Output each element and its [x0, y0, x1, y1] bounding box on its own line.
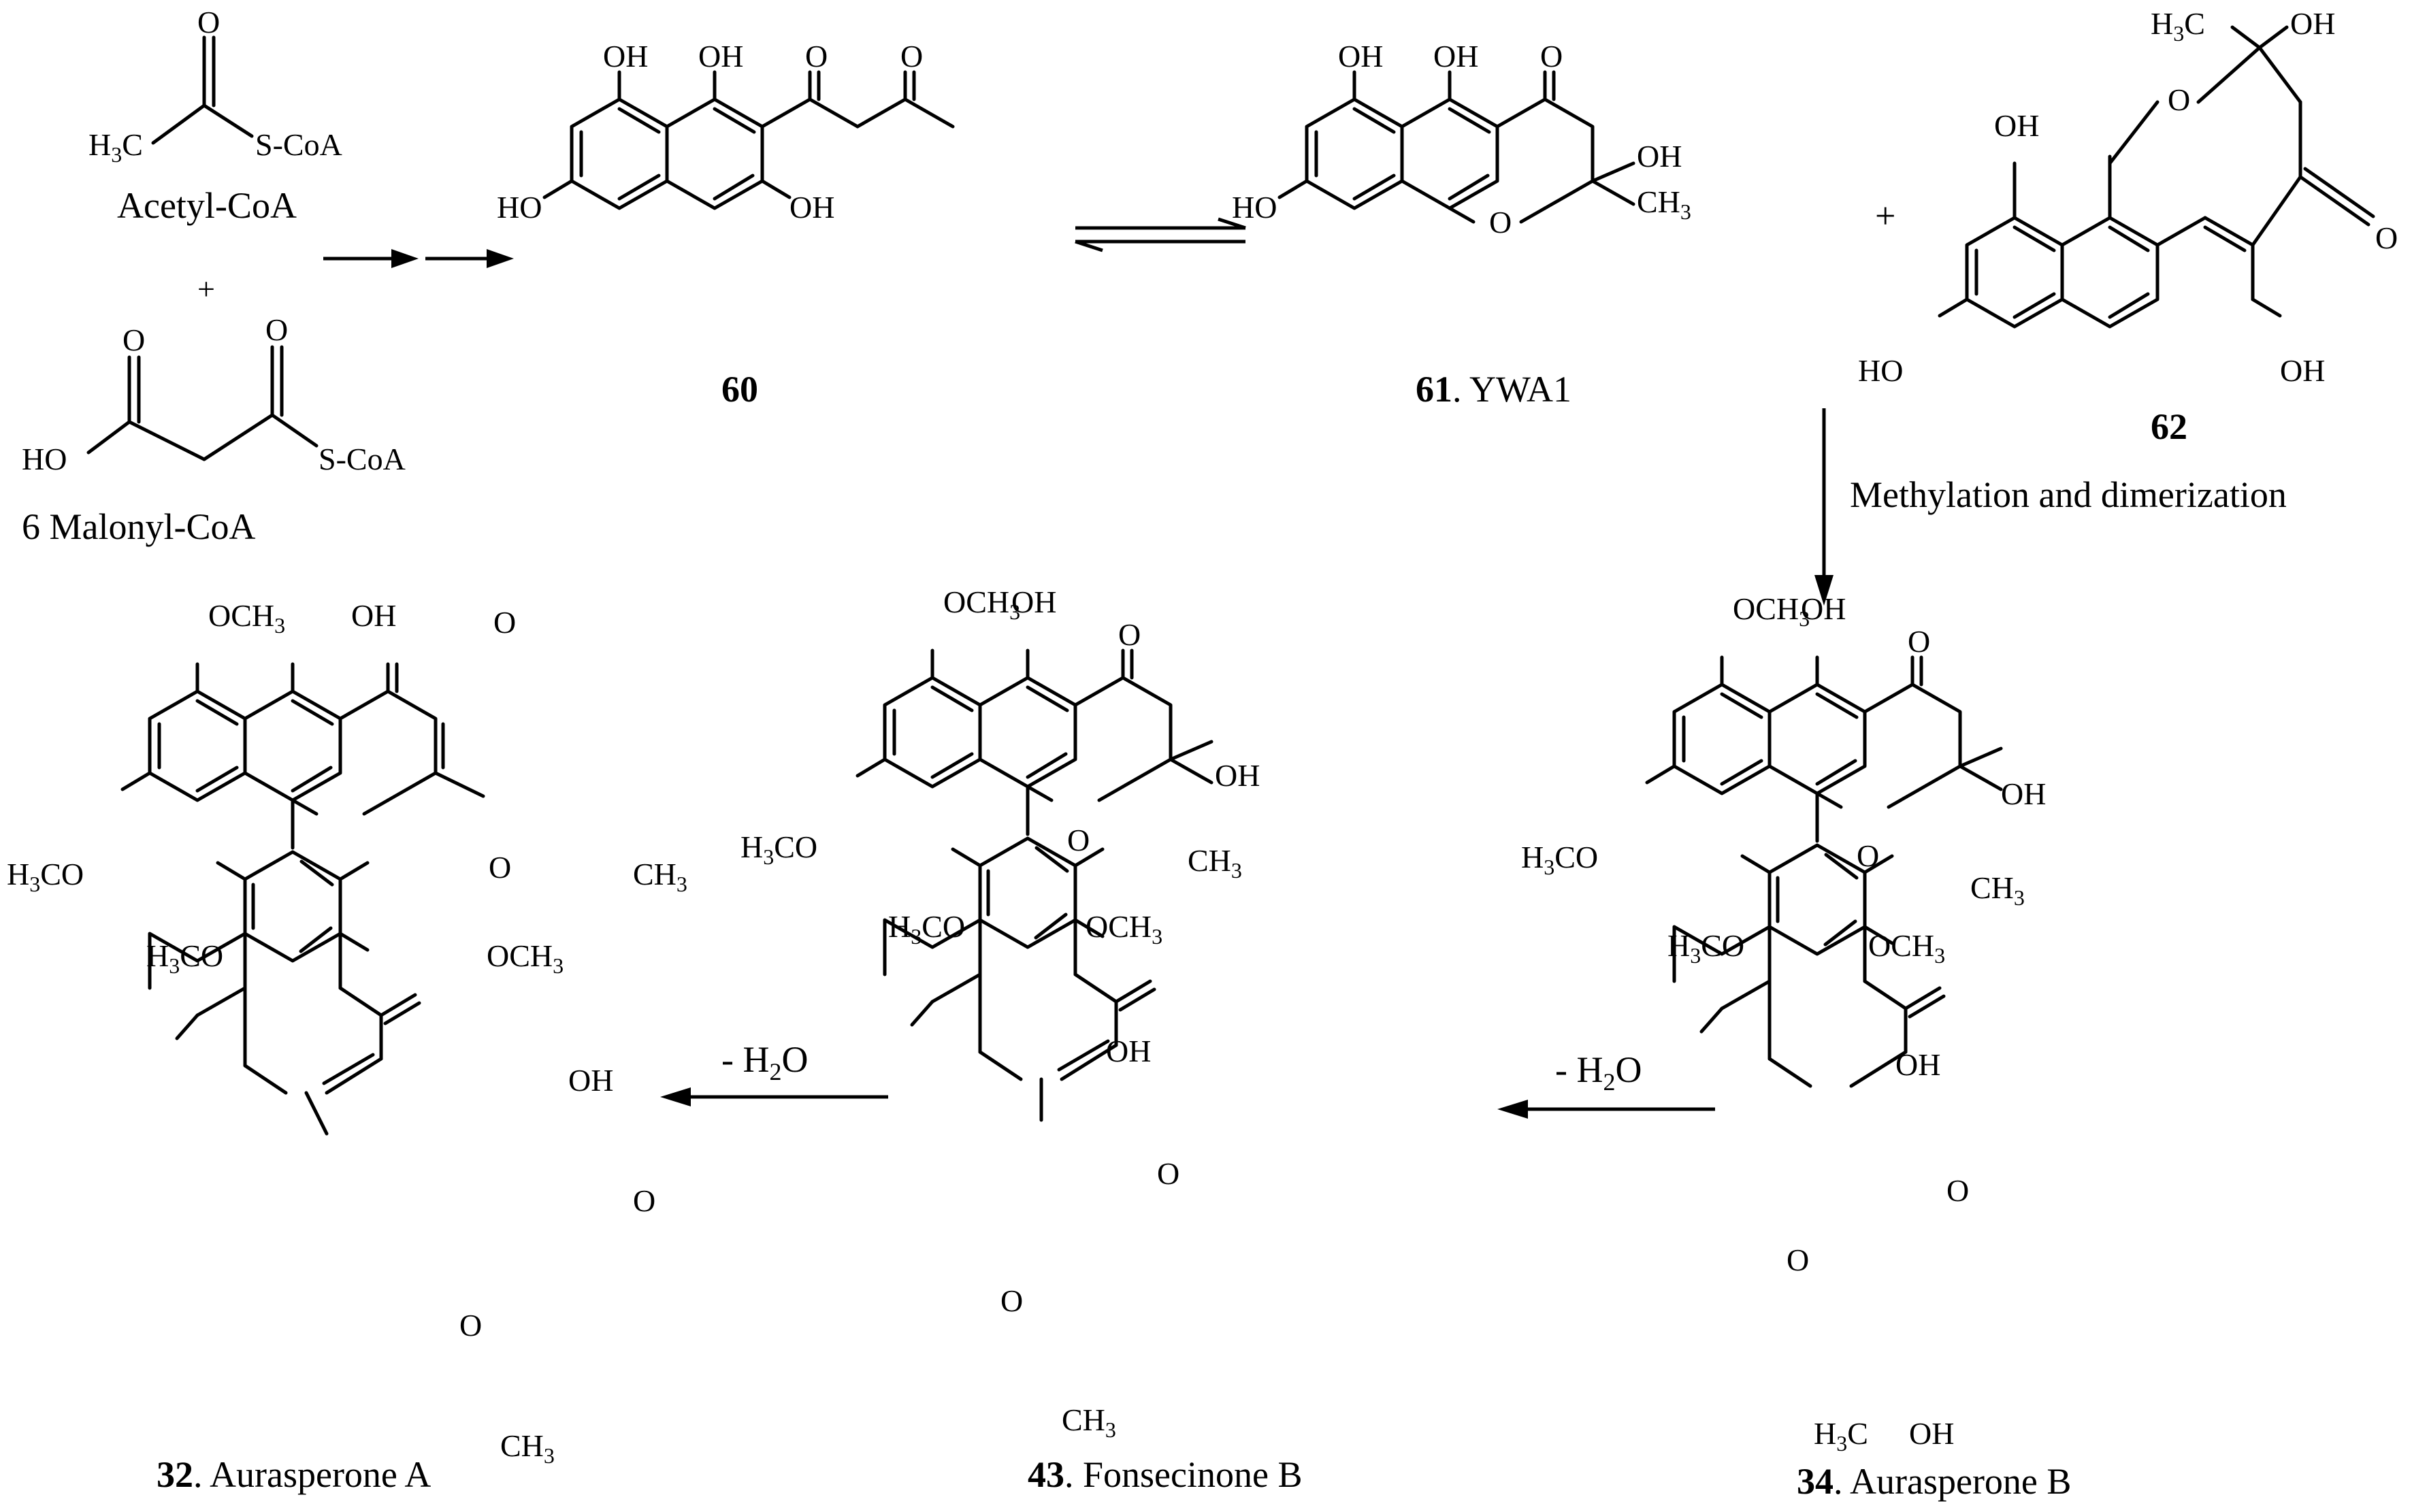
arrow-34-to-43: [1497, 1100, 1715, 1119]
plus-61-62: +: [1875, 195, 1895, 236]
c61-ho-left: HO: [1232, 190, 1277, 225]
malonyl-coa-structure: O O HO S-CoA 6 Malonyl-CoA: [22, 312, 406, 547]
dehydration-label-1: - H2O: [1555, 1049, 1642, 1096]
c60-ho-left: HO: [497, 190, 542, 225]
c32-h3co-b: H3CO: [146, 938, 223, 978]
c34-h3c-b: H3C: [1814, 1416, 1868, 1456]
compound-32: OCH3 OH O H3CO O CH3 H3CO OCH3 OH O O CH…: [7, 598, 687, 1468]
c32-o-ring-b: O: [459, 1308, 482, 1343]
malonyl-thio-o: O: [265, 312, 288, 347]
c60-oh-b: OH: [698, 39, 743, 73]
c34-h3co-a: H3CO: [1521, 840, 1598, 879]
c34-ch3-a: CH3: [1970, 870, 2025, 910]
c62-ho-left: HO: [1858, 353, 1903, 388]
c34-oh-ring-b: OH: [1909, 1416, 1954, 1451]
c32-o-ring-a: O: [489, 850, 511, 885]
compound-62: H3C OH OH O O HO OH: [1858, 6, 2398, 388]
c34-oh-a: OH: [1801, 591, 1846, 626]
c62-oh-top: OH: [2290, 6, 2335, 41]
c61-o-keto: O: [1540, 39, 1563, 73]
c61-o-ring: O: [1489, 205, 1512, 240]
c62-oh-bottom: OH: [2280, 353, 2325, 388]
malonyl-coa-name: 6 Malonyl-CoA: [22, 506, 256, 547]
c62-o-ring: O: [2168, 82, 2190, 117]
acetyl-methyl-label: H3C: [88, 127, 143, 167]
compound-61: OH OH O HO O OH CH3: [1232, 39, 1691, 240]
dehydration-label-2: - H2O: [721, 1039, 808, 1085]
c32-o-a: O: [493, 605, 516, 640]
compound-34-caption: 34. Aurasperone B: [1797, 1461, 2071, 1502]
c34-oh-ring-a: OH: [2001, 776, 2046, 811]
c60-oh-right: OH: [789, 190, 834, 225]
c62-h3c: H3C: [2151, 6, 2205, 46]
c32-oh-a: OH: [351, 598, 396, 633]
c43-oh-ring-a: OH: [1215, 758, 1260, 793]
arrow-methylation-dimerization: [1814, 408, 1834, 606]
c61-oh-right: OH: [1637, 139, 1682, 174]
c32-oh-b: OH: [568, 1063, 613, 1098]
acetyl-coa-name: Acetyl-CoA: [117, 185, 297, 226]
c34-o-b: O: [1946, 1173, 1969, 1208]
c60-oh-a: OH: [603, 39, 648, 73]
compound-43: OCH3 OH O H3CO OH O CH3 H3CO OCH3 OH O O…: [740, 585, 1260, 1442]
equilibrium-arrow-60-61: [1075, 217, 1246, 252]
c32-och3-b: OCH3: [487, 938, 564, 978]
c43-h3co-a: H3CO: [740, 829, 817, 869]
c32-o-b: O: [633, 1183, 655, 1218]
c43-o-b: O: [1157, 1156, 1179, 1191]
compound-32-caption: 32. Aurasperone A: [157, 1454, 431, 1495]
c61-oh-b: OH: [1433, 39, 1478, 73]
compound-61-caption: 61. YWA1: [1416, 369, 1571, 410]
c61-oh-a: OH: [1338, 39, 1383, 73]
c43-ch3-a: CH3: [1188, 843, 1242, 883]
malonyl-acid-o: O: [123, 323, 145, 357]
compound-43-caption: 43. Fonsecinone B: [1028, 1454, 1302, 1495]
c43-o-a: O: [1118, 617, 1141, 652]
c43-oh-b: OH: [1106, 1034, 1151, 1068]
c43-och3-b: OCH3: [1086, 909, 1162, 949]
compound-60: OH OH O O HO OH: [497, 39, 955, 225]
c32-ch3-a: CH3: [633, 857, 687, 896]
compound-62-number: 62: [2151, 406, 2187, 447]
c34-o-a: O: [1908, 624, 1930, 659]
c34-och3-a: OCH3: [1733, 591, 1810, 631]
c43-o-ring-b: O: [1000, 1283, 1023, 1318]
acetyl-coa-structure: O H3C S-CoA Acetyl-CoA: [88, 5, 342, 226]
c43-o-ring-a: O: [1067, 823, 1090, 857]
arrow-43-to-32: [660, 1087, 888, 1106]
c32-ch3-b: CH3: [500, 1428, 555, 1468]
c34-h3co-b: H3CO: [1667, 928, 1744, 968]
methylation-dimerization-label: Methylation and dimerization: [1850, 474, 2287, 515]
c32-och3-a: OCH3: [208, 598, 285, 638]
c34-o-ring-a: O: [1857, 838, 1879, 873]
c32-h3co-a: H3CO: [7, 857, 84, 896]
c34-och3-b: OCH3: [1868, 928, 1945, 968]
c60-o-a: O: [805, 39, 828, 73]
reagent-plus-sign: +: [197, 272, 215, 306]
malonyl-thioester: S-CoA: [319, 442, 406, 476]
c61-ch3: CH3: [1637, 184, 1691, 224]
malonyl-hydroxyl: HO: [22, 442, 67, 476]
c43-ch3-b: CH3: [1062, 1402, 1116, 1442]
acetyl-thioester-label: S-CoA: [255, 127, 342, 162]
c62-o-keto: O: [2375, 220, 2398, 255]
c43-oh-a: OH: [1011, 585, 1056, 619]
c34-oh-b: OH: [1895, 1047, 1940, 1082]
c62-oh-left: OH: [1994, 108, 2039, 143]
arrow-reagents-to-60: [323, 249, 514, 268]
c43-h3co-b: H3CO: [888, 909, 965, 949]
c60-o-b: O: [900, 39, 923, 73]
acetyl-carbonyl-o: O: [197, 5, 220, 39]
compound-60-number: 60: [721, 369, 758, 410]
compound-34: OCH3 OH O H3CO OH O CH3 H3CO OCH3 OH O O…: [1521, 591, 2046, 1456]
c34-o-ring-b: O: [1787, 1243, 1809, 1277]
c43-och3-a: OCH3: [943, 585, 1020, 624]
